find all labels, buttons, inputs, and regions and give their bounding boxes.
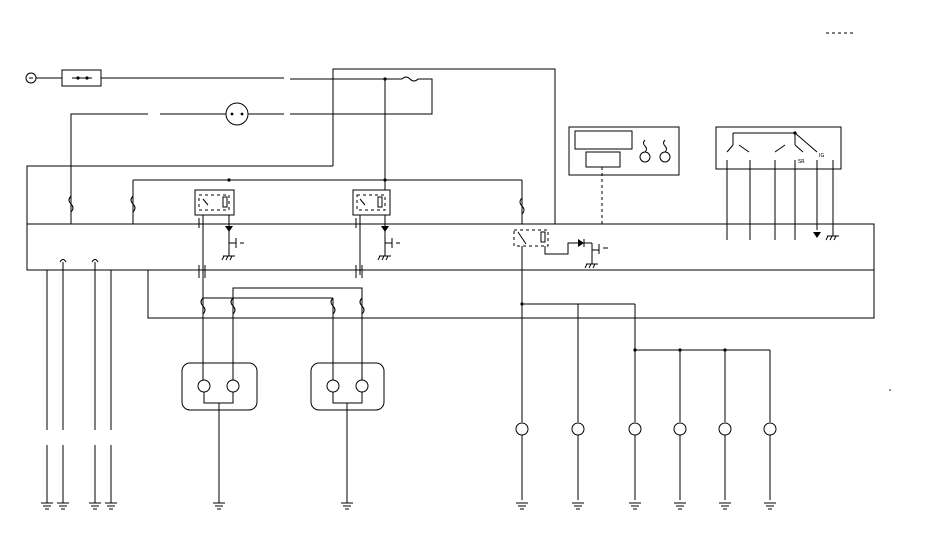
ground-icon (674, 502, 686, 510)
lamp-turn-1-icon (515, 422, 529, 436)
combination-switch-contacts: SR IG (726, 131, 824, 165)
meter-panel (568, 126, 680, 176)
relay-2-transistor (384, 236, 400, 250)
lamp-side-2-icon (673, 422, 687, 436)
ground-icon (341, 502, 353, 510)
meter-display (574, 130, 633, 150)
ground-icon (213, 502, 225, 510)
switch-diode-icon (813, 232, 821, 238)
switch-contact-b-label: IG (819, 153, 824, 159)
relay-1 (194, 189, 235, 216)
ground-icon (41, 502, 53, 510)
control-module-outline (26, 223, 875, 271)
relay-3-transistor (584, 242, 608, 258)
lamp-right-high-icon (355, 379, 369, 393)
combination-switch (715, 126, 842, 170)
relay-1-ground-icon (221, 250, 235, 261)
ground-icon (629, 502, 641, 510)
ground-icon (89, 502, 101, 510)
lamp-right-low-icon (326, 379, 340, 393)
relay-2 (352, 189, 391, 216)
relay-2-ground-icon (377, 250, 391, 261)
meter-lamp-2-icon (659, 151, 671, 163)
lamp-left-low-icon (197, 379, 211, 393)
ground-icon (516, 502, 528, 510)
lamp-left-high-icon (226, 379, 240, 393)
main-fuse-icon (72, 76, 92, 80)
lamp-side-4-icon (763, 422, 777, 436)
upper-fuse-icon (401, 76, 419, 82)
lamp-turn-2-icon (571, 422, 585, 436)
flasher-unit (225, 102, 249, 126)
ground-icon (57, 502, 69, 510)
ground-icon (719, 502, 731, 510)
lamp-side-3-icon (718, 422, 732, 436)
meter-indicator-block (585, 151, 621, 168)
relay-3-diode-icon (578, 239, 584, 247)
relay-1-transistor (228, 236, 244, 250)
switch-contact-a-label: SR (798, 159, 805, 165)
ground-icon (572, 502, 584, 510)
relay-1-diode-icon (225, 226, 233, 232)
ground-icon (764, 502, 776, 510)
ground-icon (105, 502, 117, 510)
battery-terminal (25, 72, 37, 84)
relay-2-diode-icon (381, 226, 389, 232)
relay-3 (513, 229, 549, 247)
connector-breaks (198, 218, 363, 278)
lamp-side-1-icon (628, 422, 642, 436)
meter-lamp-1-icon (639, 151, 651, 163)
relay-3-ground-icon (584, 258, 598, 269)
switch-ground-icon (825, 235, 839, 241)
left-drop-wires (46, 259, 112, 500)
